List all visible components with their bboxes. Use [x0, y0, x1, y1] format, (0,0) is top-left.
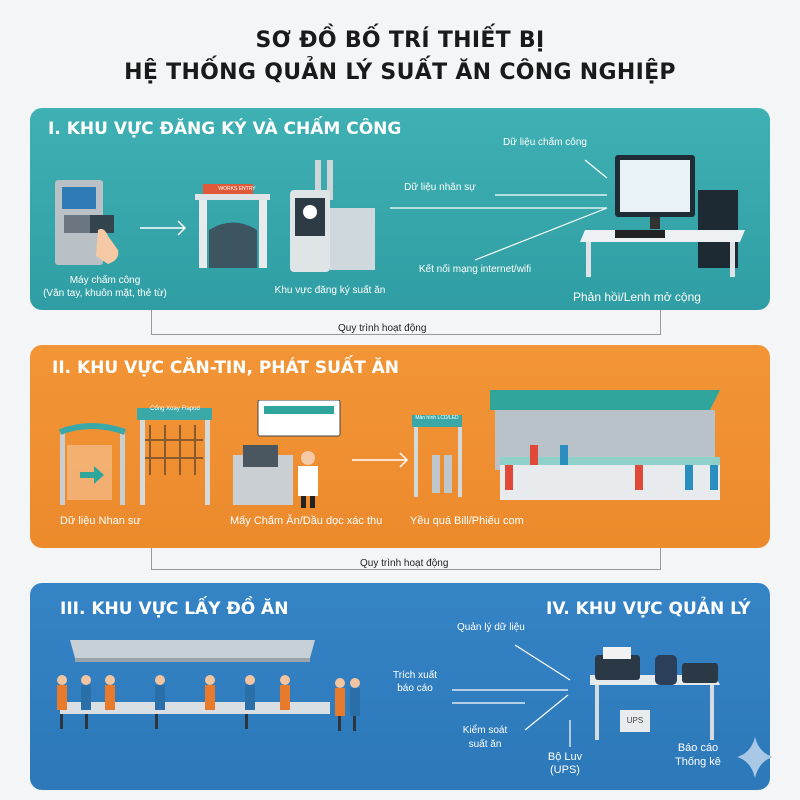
flow-connector: [151, 310, 661, 335]
section2-heading: II. KHU VỰC CĂN-TIN, PHÁT SUẤT ĂN: [52, 358, 399, 378]
title-line-1: SƠ ĐỒ BỐ TRÍ THIẾT BỊ: [255, 28, 545, 53]
label-report-1: Báo cáo: [677, 742, 719, 754]
canteen-counter-icon: [412, 390, 720, 500]
label-hr-data-canteen: Dữ liệu Nhan sư: [60, 515, 141, 527]
label-control-1: Kiểm soát: [462, 725, 508, 736]
section3-heading: III. KHU VỰC LẤY ĐỒ ĂN: [60, 599, 289, 619]
title-line-2: HỆ THỐNG QUẢN LÝ SUẤT ĂN CÔNG NGHIỆP: [124, 60, 676, 85]
label-report-2: Thống kê: [675, 756, 721, 768]
label-timekeeping-machine: Máy chấm công: [69, 275, 141, 286]
label-extract-2: báo cáo: [397, 683, 433, 694]
label-timekeeping-methods: (Vân tay, khuôn mặt, thẻ từ): [43, 288, 167, 299]
label-network: Kết nối mạng internet/wifi: [418, 264, 532, 275]
label-hr-data: Dữ liệu nhân sự: [404, 182, 476, 193]
label-feedback: Phản hồi/Lenh mở cộng: [573, 290, 701, 304]
meal-scan-machine-icon: [233, 400, 341, 508]
label-bill: Yều quá Bill/Phiếu com: [410, 515, 524, 527]
flow-label-2: Quy trình hoạt động: [352, 558, 457, 569]
turnstile-sign: Cổng Xoay Flapod: [150, 406, 200, 412]
ups-box-label: UPS: [626, 716, 644, 725]
section1-heading: I. KHU VỰC ĐĂNG KÝ VÀ CHẤM CÔNG: [48, 119, 402, 139]
label-data-management: Quản lý dữ liệu: [457, 622, 525, 633]
label-meal-machine: Mấy Chấm Ăn/Dầu dọc xác thụ: [230, 515, 383, 527]
arrow-right-icon: [140, 220, 187, 236]
screen-sign: Màn hình LCD/LED: [415, 415, 459, 421]
sparkle-icon: [737, 737, 773, 778]
gate-sign: WORKS ENTRY: [218, 186, 256, 192]
label-ups-1: Bộ Luv: [547, 751, 583, 763]
food-pickup-line-icon: [57, 640, 360, 731]
section4-heading: IV. KHU VỰC QUẢN LÝ: [546, 599, 751, 619]
data-arrows: [390, 159, 608, 261]
label-timekeeping-data: Dữ liệu chấm công: [503, 137, 587, 148]
timekeeping-machine-icon: [55, 180, 119, 265]
management-arrows: [452, 644, 571, 747]
flow-connector: [151, 548, 661, 570]
computer-workstation-icon: [580, 155, 745, 277]
arrow-right-icon: [352, 452, 409, 468]
management-desk-icon: [590, 647, 720, 740]
flow-label-1: Quy trình hoạt động: [330, 323, 435, 334]
label-control-2: suất ăn: [468, 739, 502, 750]
label-extract-1: Trích xuất: [392, 670, 438, 681]
label-register-area: Khu vực đăng ký suất ăn: [274, 285, 386, 296]
section-food-pickup-management: [30, 583, 770, 790]
gate-and-kiosk-icon: [195, 160, 375, 272]
turnstile-gate-icon: [58, 408, 212, 505]
label-ups-2: (UPS): [550, 764, 580, 776]
